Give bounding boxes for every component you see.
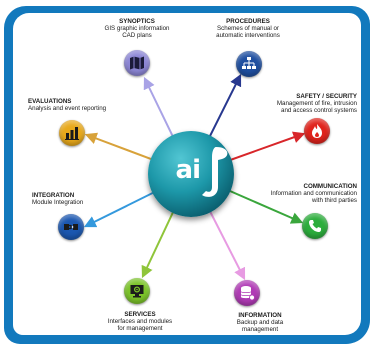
procedures-title: PROCEDURES — [226, 18, 270, 25]
hub-logo-text: ai — [175, 155, 201, 185]
evaluations-title: EVALUATIONS — [28, 98, 72, 105]
synoptics-node — [124, 50, 150, 76]
information-label: INFORMATION Backup and data management — [222, 312, 298, 333]
procedures-node — [236, 51, 262, 77]
information-node — [234, 280, 260, 306]
evaluations-node — [59, 120, 85, 146]
safety-desc: Management of fire, intrusion and access… — [276, 100, 357, 114]
services-title: SERVICES — [124, 311, 156, 318]
flame-icon — [312, 124, 322, 138]
evaluations-desc: Analysis and event reporting — [28, 105, 107, 112]
integration-desc: Module Integration — [32, 199, 84, 206]
phone-icon — [309, 220, 321, 232]
map-icon — [130, 56, 144, 70]
database-icon — [240, 286, 255, 301]
communication-desc: Information and communication with third… — [270, 190, 357, 204]
services-node — [124, 278, 150, 304]
gear-screen-icon — [130, 285, 144, 298]
synoptics-desc: GIS graphic information CAD plans — [104, 25, 170, 39]
synoptics-title: SYNOPTICS — [119, 18, 155, 25]
communication-title: COMMUNICATION — [303, 183, 357, 190]
procedures-label: PROCEDURES Schemes of manual or automati… — [198, 18, 298, 39]
safety-node — [304, 118, 330, 144]
plug-icon — [64, 224, 78, 230]
communication-label: COMMUNICATION Information and communicat… — [250, 183, 357, 204]
safety-label: SAFETY / SECURITY Management of fire, in… — [250, 93, 357, 114]
services-desc: Interfaces and modules for management — [107, 318, 173, 332]
hierarchy-icon — [242, 57, 256, 69]
integration-label: INTEGRATION Module Integration — [32, 192, 112, 206]
bar-chart-icon — [65, 127, 79, 140]
safety-title: SAFETY / SECURITY — [296, 93, 357, 100]
communication-node — [302, 213, 328, 239]
hub-logo-mark-icon — [202, 147, 228, 197]
hub-sphere — [148, 131, 234, 217]
evaluations-label: EVALUATIONS Analysis and event reporting — [28, 98, 128, 112]
procedures-desc: Schemes of manual or automatic intervent… — [216, 25, 280, 39]
information-title: INFORMATION — [238, 312, 282, 319]
integration-node — [58, 214, 84, 240]
information-desc: Backup and data management — [236, 319, 284, 333]
integration-title: INTEGRATION — [32, 192, 75, 199]
services-label: SERVICES Interfaces and modules for mana… — [92, 311, 188, 332]
synoptics-label: SYNOPTICS GIS graphic information CAD pl… — [92, 18, 182, 39]
